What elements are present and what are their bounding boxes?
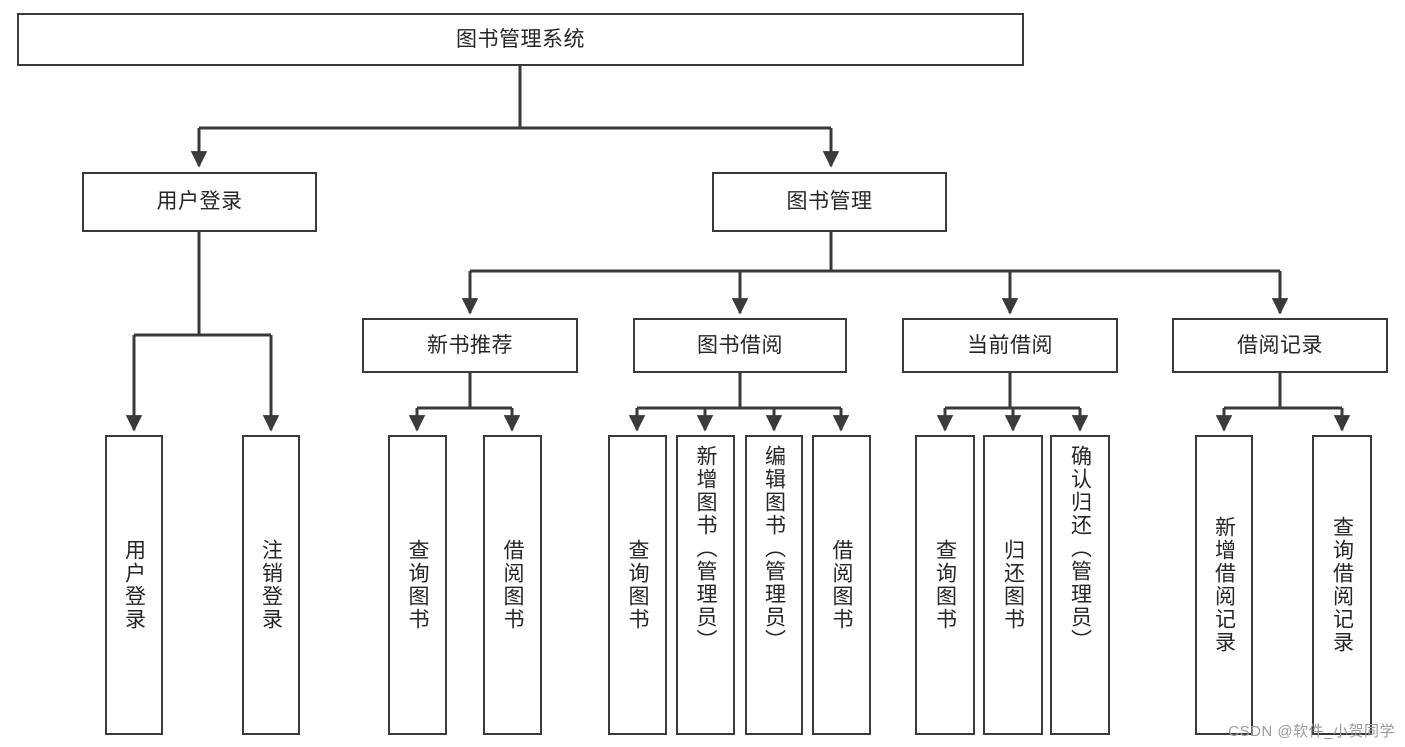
node-leaf-borrow-book-recommend[interactable]: 借阅图书 [483,435,542,735]
node-leaf-borrow-book[interactable]: 借阅图书 [812,435,871,735]
node-current-borrow[interactable]: 当前借阅 [902,318,1118,373]
node-new-book-recommend[interactable]: 新书推荐 [362,318,578,373]
node-leaf-query-book-label: 查询图书 [626,539,649,631]
node-root[interactable]: 图书管理系统 [17,13,1024,66]
node-leaf-query-book-current-label: 查询图书 [933,539,957,631]
node-book-borrow-label: 图书借阅 [697,333,783,357]
node-leaf-borrow-book-label: 借阅图书 [830,539,853,631]
node-current-borrow-label: 当前借阅 [967,333,1053,357]
node-borrow-record[interactable]: 借阅记录 [1172,318,1388,373]
node-leaf-user-login[interactable]: 用户登录 [105,435,163,735]
node-book-borrow[interactable]: 图书借阅 [633,318,847,373]
node-leaf-user-login-label: 用户登录 [122,539,146,631]
node-leaf-query-borrow-record-label: 查询借阅记录 [1330,516,1354,654]
node-leaf-confirm-return-admin-label: 确认归还（管理员） [1068,445,1092,652]
node-leaf-borrow-book-recommend-label: 借阅图书 [501,539,524,631]
node-user-login[interactable]: 用户登录 [82,172,317,232]
node-leaf-logout[interactable]: 注销登录 [242,435,300,735]
node-leaf-return-book[interactable]: 归还图书 [983,435,1043,735]
node-leaf-add-borrow-record-label: 新增借阅记录 [1212,516,1236,654]
watermark-text: CSDN @软件_小贺同学 [1228,723,1395,740]
node-root-label: 图书管理系统 [456,27,585,51]
node-leaf-add-book-admin[interactable]: 新增图书（管理员） [676,435,735,735]
node-user-login-label: 用户登录 [156,190,243,214]
node-leaf-query-book-recommend-label: 查询图书 [406,539,429,631]
node-leaf-edit-book-admin[interactable]: 编辑图书（管理员） [745,435,803,735]
node-new-book-recommend-label: 新书推荐 [427,333,513,357]
node-leaf-add-book-admin-label: 新增图书（管理员） [694,445,717,652]
node-leaf-query-borrow-record[interactable]: 查询借阅记录 [1312,435,1372,735]
node-book-manage[interactable]: 图书管理 [712,172,947,232]
node-leaf-confirm-return-admin[interactable]: 确认归还（管理员） [1050,435,1110,735]
node-leaf-edit-book-admin-label: 编辑图书（管理员） [762,445,786,652]
node-book-manage-label: 图书管理 [786,190,873,214]
node-leaf-query-book-current[interactable]: 查询图书 [915,435,975,735]
node-leaf-query-book[interactable]: 查询图书 [608,435,667,735]
node-leaf-logout-label: 注销登录 [259,539,283,631]
node-leaf-query-book-recommend[interactable]: 查询图书 [388,435,447,735]
node-leaf-return-book-label: 归还图书 [1001,539,1025,631]
node-leaf-add-borrow-record[interactable]: 新增借阅记录 [1195,435,1253,735]
node-borrow-record-label: 借阅记录 [1237,333,1323,357]
